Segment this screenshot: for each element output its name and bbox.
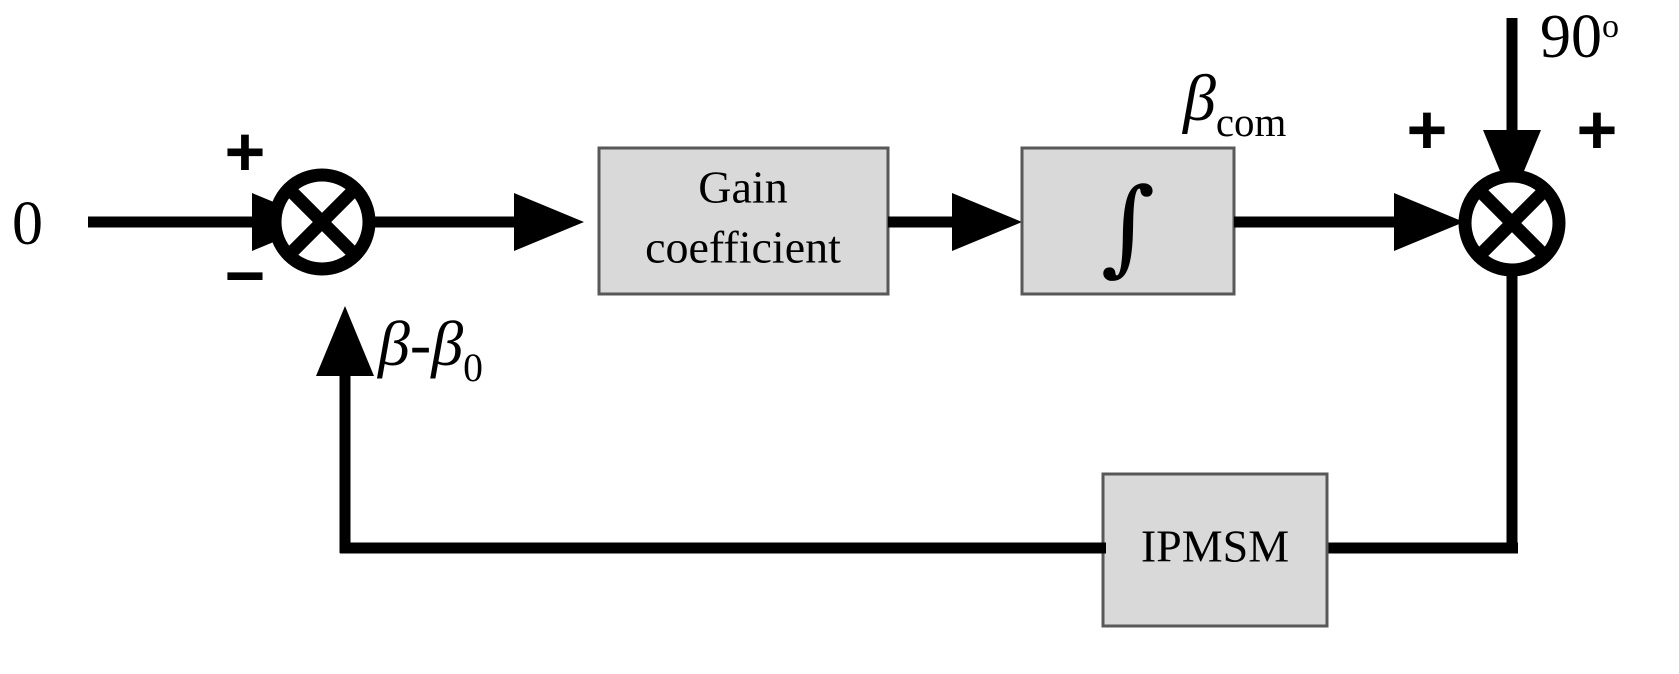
feedback-arrowhead-icon bbox=[316, 306, 374, 376]
ipmsm-block[interactable] bbox=[1101, 472, 1329, 628]
ipmsm-block-rect[interactable] bbox=[1101, 472, 1329, 628]
gain-block-rect[interactable] bbox=[597, 146, 890, 296]
output-sum-plus-sign-right: + bbox=[1577, 90, 1618, 168]
beta-com-subscript: com bbox=[1216, 100, 1287, 145]
gain-block-label-line2: coefficient bbox=[645, 222, 841, 273]
feedback-beta-second: β bbox=[429, 308, 463, 379]
offset-input-label: 90o bbox=[1540, 3, 1619, 71]
gain-block-label-line1: Gain bbox=[698, 162, 787, 213]
feedback-signal-label: β-β0 bbox=[376, 308, 483, 390]
gain-coefficient-block[interactable] bbox=[597, 146, 890, 296]
integrator-block-rect[interactable] bbox=[1020, 146, 1236, 296]
integrator-to-sum-path bbox=[1234, 193, 1464, 251]
gain-to-integrator-path bbox=[888, 193, 1022, 251]
offset-arrowhead-icon bbox=[1483, 130, 1541, 200]
integrator-to-sum-arrowhead-icon bbox=[1394, 193, 1464, 251]
reference-input-label: 0 bbox=[12, 190, 43, 258]
degree-symbol: o bbox=[1602, 8, 1619, 45]
integrator-block[interactable] bbox=[1020, 146, 1236, 296]
feedback-beta-subscript: 0 bbox=[463, 346, 483, 390]
integrator-symbol: ∫ bbox=[1101, 165, 1155, 287]
ipmsm-block-label: IPMSM bbox=[1141, 521, 1289, 572]
gain-to-integrator-arrowhead-icon bbox=[952, 193, 1022, 251]
feedback-beta-first: β bbox=[376, 308, 410, 379]
feedback-operator: - bbox=[410, 308, 431, 379]
output-sum-cross-b bbox=[1477, 188, 1547, 258]
error-sum-plus-sign: + bbox=[225, 112, 266, 190]
beta-com-base: β bbox=[1181, 62, 1216, 135]
output-summing-junction bbox=[1458, 169, 1566, 277]
integrator-output-label: βcom bbox=[1181, 62, 1286, 145]
error-to-gain-path bbox=[369, 193, 584, 251]
error-sum-minus-sign: − bbox=[225, 236, 266, 314]
offset-injection-path bbox=[1483, 18, 1541, 200]
error-sum-cross-b bbox=[287, 187, 357, 257]
error-summing-junction bbox=[268, 168, 376, 276]
feedback-path bbox=[316, 306, 1106, 554]
offset-value: 90 bbox=[1540, 3, 1602, 71]
output-sum-plus-sign-left: + bbox=[1407, 90, 1448, 168]
error-to-gain-arrowhead-icon bbox=[514, 193, 584, 251]
